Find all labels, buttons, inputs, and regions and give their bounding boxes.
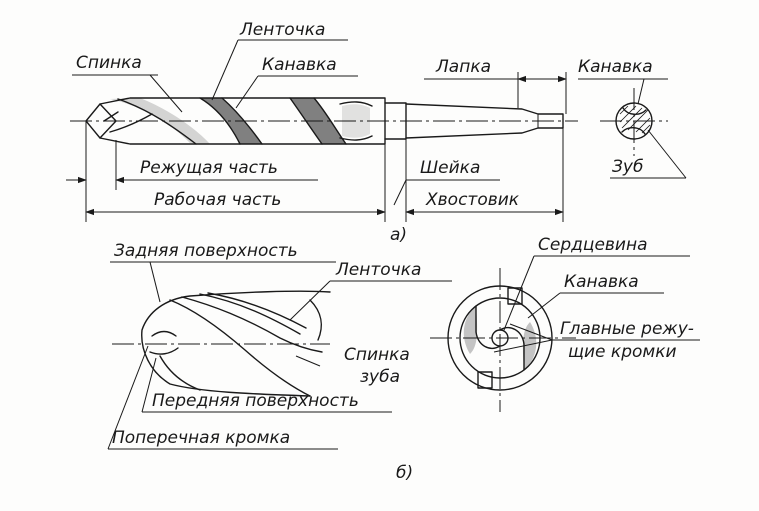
flute-groove-2 [200,98,262,144]
drill-tip-detail: Задняя поверхность Ленточка Спинка зуба … [107,235,700,483]
label-sheyka: Шейка [420,158,480,178]
tip-margin-3 [309,299,322,341]
flute-groove-1 [110,98,210,144]
label-zub: Зуб [612,157,643,177]
label-glavnye-1: Главные режу- [560,319,694,339]
end-view-inner-circle [459,297,541,379]
leader-zub [647,129,687,179]
label-perednyaya-poverkhnost: Передняя поверхность [152,391,359,411]
leader-kanavka-b [527,292,561,319]
drill-point-edge [99,103,119,139]
flute-runout [339,101,373,141]
label-rezhushchaya-chast: Режущая часть [140,158,278,178]
drill-side-view: Спинка Ленточка Канавка Лапка Канавка Зу… [66,20,687,245]
figure-a-label: а) [390,225,407,245]
label-serdtsevina: Сердцевина [538,235,648,255]
label-spinka: Спинка [76,53,142,73]
label-rabochaya-chast: Рабочая часть [154,190,281,210]
leader-glavnye-2 [493,339,553,353]
tip-outline [141,290,331,397]
flute-runout-fill [342,104,370,138]
sheyka-leader [393,179,407,206]
leader-glavnye-1 [509,323,553,341]
end-view-flute-fill-2 [522,322,537,370]
tip-flute-edge-1 [169,299,311,397]
end-view-flute-fill-1 [463,306,478,354]
drill-neck [384,102,407,140]
label-kanavka-b: Канавка [564,272,639,292]
leader-kanavka [235,75,259,109]
tip-chisel-edge [149,330,179,355]
label-spinka-zuba-1: Спинка [344,345,410,365]
drill-taper-shank [405,103,564,139]
label-kanavka: Канавка [262,55,337,75]
tip-rake-face [159,355,201,391]
section-outline [615,102,653,140]
end-view-web [491,329,509,347]
leader-poperechnaya [107,345,149,450]
leader-spinka [149,74,183,113]
label-glavnye-2: щие кромки [568,342,677,362]
flute-groove-3 [290,98,346,144]
leader-lentochka-b [289,280,331,321]
label-lentochka-b: Ленточка [335,260,421,280]
flute-edge-6 [109,113,153,133]
label-zadnyaya-poverkhnost: Задняя поверхность [114,241,298,261]
flute-edge-1 [117,98,197,145]
leader-perednyaya [141,357,157,413]
leader-zadnyaya [149,261,161,303]
leader-serdtsevina [503,255,535,331]
leader-lentochka [211,39,239,101]
end-view-flute-2 [499,326,525,371]
figure-b-label: б) [396,463,413,483]
tip-margin-2 [207,292,307,329]
label-kanavka-section: Канавка [578,57,653,77]
label-lapka: Лапка [435,57,491,77]
end-view-outer-circle [447,285,553,391]
tip-margin-1 [199,293,301,335]
section-flute-2 [621,127,646,135]
label-lentochka: Ленточка [239,20,325,40]
section-hatching [619,105,651,134]
leader-kanavka-section [637,78,645,105]
end-view-flute-1 [475,305,501,350]
label-spinka-zuba-2: зуба [360,367,400,387]
label-poperechnaya-kromka: Поперечная кромка [112,428,290,448]
label-khvostovik: Хвостовик [425,190,520,210]
tip-flute-edge-2 [181,296,323,353]
leader-spinka-zuba [295,355,321,367]
end-view-margin-2 [477,371,493,389]
